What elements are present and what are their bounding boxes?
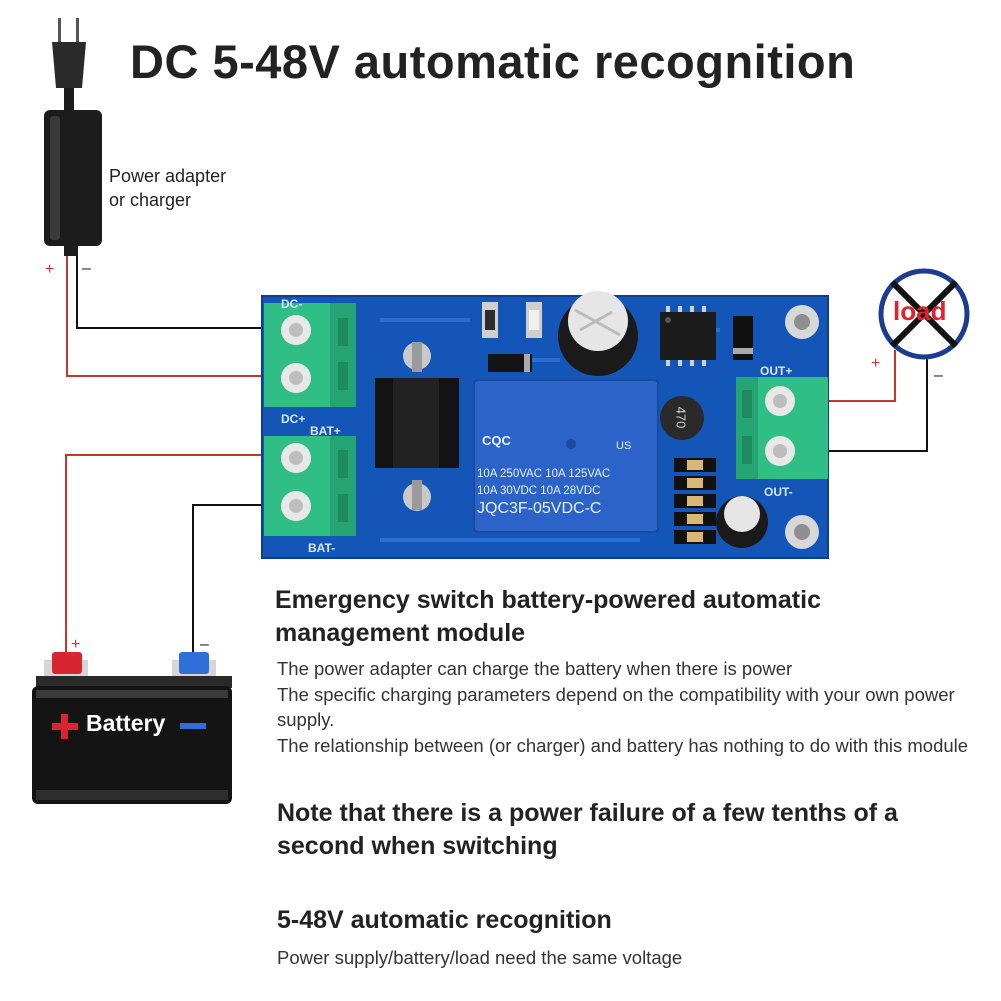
voltage-requirement-text: Power supply/battery/load need the same … — [277, 947, 683, 968]
relay-model: JQC3F-05VDC-C — [477, 500, 602, 517]
battery-negative-sign: – — [200, 636, 209, 653]
terminal-bat — [264, 436, 356, 536]
battery-negative-wire — [192, 504, 290, 652]
description-line: The relationship between (or charger) an… — [277, 734, 969, 756]
label-dc-minus: DC- — [281, 297, 303, 311]
battery-label: Battery — [86, 710, 166, 736]
relay-brand: CQC — [482, 433, 511, 448]
recognition-subheading: 5-48V automatic recognition — [277, 906, 612, 934]
load-negative-sign: – — [934, 367, 943, 384]
adapter-negative-sign: – — [82, 260, 91, 277]
load-label: load — [893, 296, 947, 326]
battery-positive-sign: + — [71, 636, 81, 653]
adapter-label: Power adapter or charger — [109, 164, 226, 212]
adapter-label-line2: or charger — [109, 190, 192, 210]
label-out-plus: OUT+ — [760, 364, 793, 378]
relay-ul-mark: US — [616, 440, 632, 452]
label-bat-plus: BAT+ — [310, 424, 341, 438]
load-symbol — [878, 268, 970, 360]
terminal-out — [736, 377, 828, 479]
adapter-label-line1: Power adapter — [109, 166, 227, 186]
description-body: The power adapter can charge the battery… — [277, 656, 977, 758]
smd-components — [674, 458, 716, 544]
battery-positive-wire — [65, 454, 290, 652]
battery — [32, 652, 232, 804]
terminal-dc — [264, 303, 356, 407]
pcb-board — [261, 291, 829, 559]
power-adapter — [44, 18, 102, 256]
label-out-minus: OUT- — [764, 485, 793, 499]
switching-note: Note that there is a power failure of a … — [277, 799, 898, 860]
inductor-label: 470 — [673, 406, 689, 429]
relay-rating-line1: 10A 250VAC 10A 125VAC — [477, 468, 611, 480]
load-positive-sign: + — [871, 355, 881, 372]
label-dc-plus: DC+ — [281, 412, 306, 426]
adapter-positive-sign: + — [45, 261, 55, 278]
description-line: The power adapter can charge the battery… — [277, 658, 793, 679]
adapter-positive-wire — [66, 255, 280, 377]
description-line: The specific charging parameters depend … — [277, 683, 955, 731]
page-title: DC 5-48V automatic recognition — [130, 35, 856, 88]
relay-rating-line2: 10A 30VDC 10A 28VDC — [477, 485, 601, 497]
label-bat-minus: BAT- — [308, 541, 336, 555]
adapter-negative-wire — [76, 255, 280, 329]
description-heading: Emergency switch battery-powered automat… — [275, 586, 821, 647]
